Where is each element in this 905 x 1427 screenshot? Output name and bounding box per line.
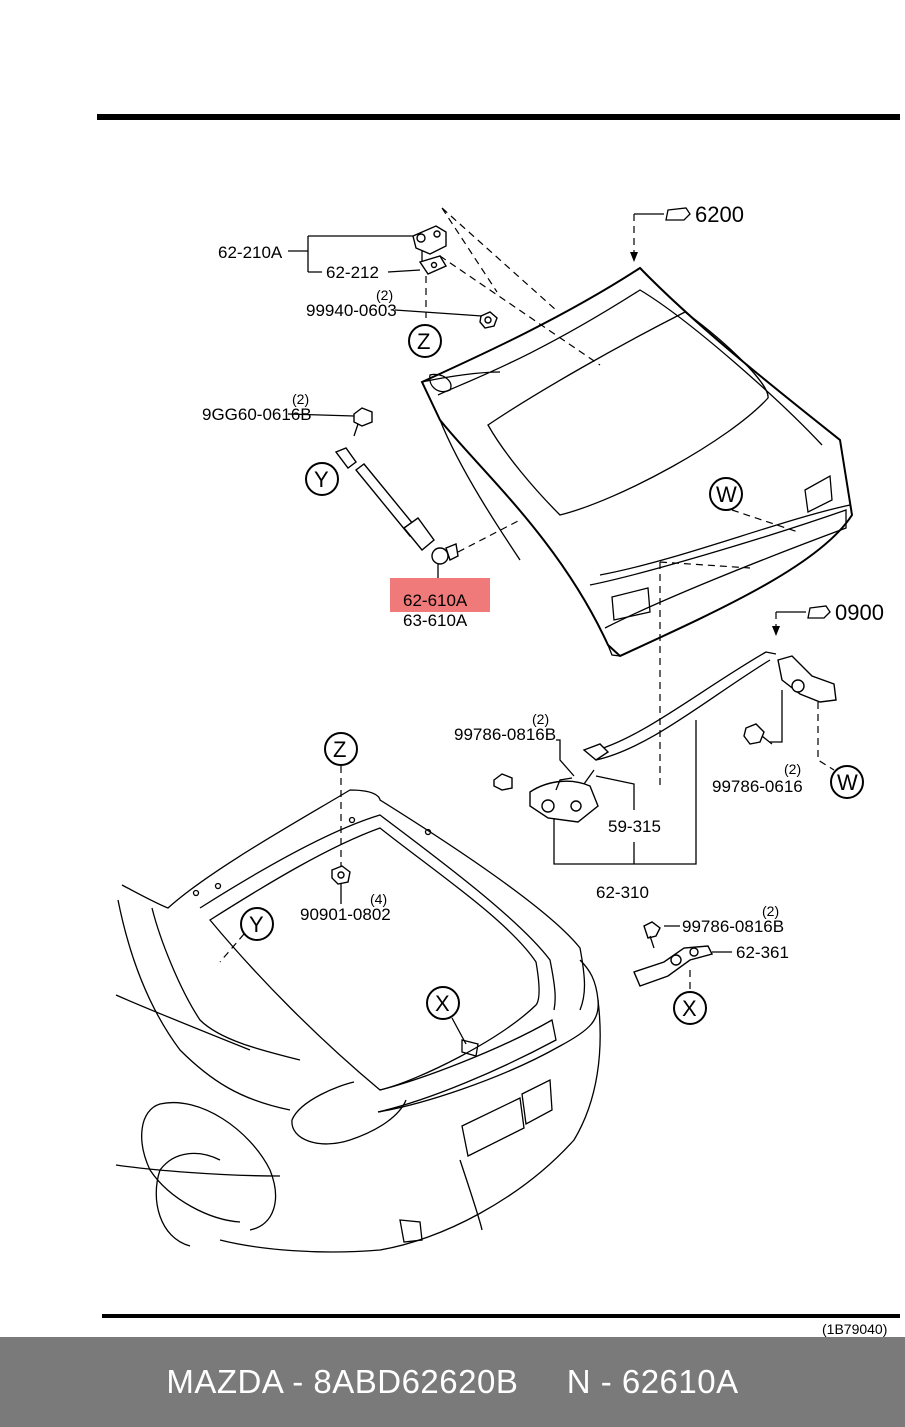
parts-diagram: (1B79040) 62-210A 62-212 (2) 99940-0603 …	[97, 114, 900, 1337]
ref-y-top: Y	[314, 467, 329, 492]
qty-9GG60: (2)	[292, 391, 309, 407]
car-body	[115, 789, 601, 1253]
ref-z-bottom: Z	[333, 737, 346, 762]
label-99940-0603: 99940-0603	[306, 301, 397, 320]
label-62-310: 62-310	[596, 883, 649, 902]
callout-6200: 6200	[630, 202, 744, 262]
label-99786-0816B-c: 99786-0816B	[682, 917, 784, 936]
qty-90901: (4)	[370, 891, 387, 907]
ref-circle-y-bottom	[240, 907, 274, 941]
footer-bar: MAZDA - 8ABD62620B N - 62610A	[0, 1337, 905, 1427]
qty-99786-b: (2)	[784, 761, 801, 777]
nut-99940	[479, 311, 498, 329]
label-62-212: 62-212	[326, 263, 379, 282]
label-9GG60-0616B: 9GG60-0616B	[202, 405, 312, 424]
ref-circle-w-top	[709, 477, 743, 511]
latch-assembly	[493, 769, 599, 823]
gas-strut	[334, 447, 459, 565]
ref-circle-z-top	[408, 324, 442, 358]
footer-part-numbers: MAZDA - 8ABD62620B N - 62610A	[166, 1363, 739, 1400]
qty-99786-c: (2)	[762, 903, 779, 919]
label-62-210A: 62-210A	[218, 243, 283, 262]
label-62-361: 62-361	[736, 943, 789, 962]
ref-circle-x-bottom	[426, 986, 460, 1020]
ref-circle-x-right	[673, 991, 707, 1025]
qty-99940: (2)	[376, 287, 393, 303]
label-99786-0816B-a: 99786-0816B	[454, 725, 556, 744]
bolt-9GG60	[353, 407, 373, 437]
nut-90901	[331, 865, 351, 885]
ref-z-top: Z	[417, 329, 430, 354]
release-lever	[743, 655, 837, 745]
highlight-62-610A	[390, 578, 490, 612]
ref-w-bottom: W	[837, 770, 858, 795]
reference-code: (1B79040)	[822, 1321, 887, 1337]
ref-w-top: W	[716, 482, 737, 507]
callout-0900-label: 0900	[835, 600, 884, 625]
label-62-610A: 62-610A	[403, 591, 468, 610]
striker-part	[633, 921, 714, 987]
release-cable	[582, 651, 777, 761]
liftgate-panel	[420, 266, 854, 658]
label-90901-0802: 90901-0802	[300, 905, 391, 924]
label-63-610A: 63-610A	[403, 611, 468, 630]
qty-99786-a: (2)	[532, 711, 549, 727]
label-59-315: 59-315	[608, 817, 661, 836]
ref-x-right: X	[682, 996, 697, 1021]
callout-0900: 0900	[772, 600, 884, 636]
ref-circle-w-bottom	[830, 765, 864, 799]
hinge-part	[412, 225, 448, 275]
label-99786-0616: 99786-0616	[712, 777, 803, 796]
ref-x-bottom: X	[435, 991, 450, 1016]
ref-y-bottom: Y	[249, 912, 264, 937]
ref-circle-y-top	[305, 462, 339, 496]
ref-circle-z-bottom	[324, 732, 358, 766]
callout-6200-label: 6200	[695, 202, 744, 227]
